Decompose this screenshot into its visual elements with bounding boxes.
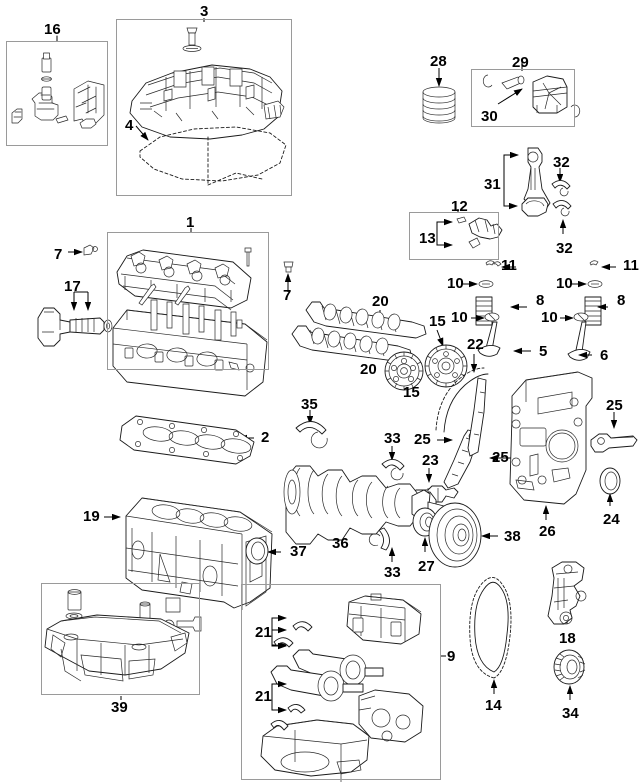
part-2-head-gasket: [119, 415, 255, 465]
callout-10-a: 10: [447, 275, 464, 292]
callout-18: 18: [559, 630, 576, 647]
callout-39: 39: [111, 699, 128, 716]
callout-3: 3: [200, 3, 209, 20]
group-box-1: [107, 232, 269, 370]
callout-20-exhaust: 20: [372, 293, 389, 310]
callout-38: 38: [504, 528, 521, 545]
callout-21-upper: 21: [255, 624, 272, 641]
callout-7-right: 7: [283, 287, 292, 304]
part-38-crank-pulley: [428, 502, 498, 568]
group-box-29: [471, 69, 575, 127]
part-26-timing-cover: [509, 371, 593, 520]
callout-25-a: 25: [414, 431, 431, 448]
part-37-rear-oil-seal: [245, 537, 281, 565]
part-31-connecting-rod: [503, 147, 551, 217]
callout-6: 6: [600, 347, 609, 364]
callout-8-right: 8: [617, 292, 626, 309]
callout-33-upper: 33: [384, 430, 401, 447]
part-17-vtc-valve: [37, 291, 113, 347]
callout-11-left: 11: [501, 257, 517, 274]
callout-5: 5: [539, 343, 548, 360]
group-box-3: [116, 19, 292, 196]
group-box-16: [6, 41, 108, 146]
part-32-rod-bearings: [551, 168, 572, 234]
callout-22: 22: [467, 336, 484, 353]
callout-20-intake: 20: [360, 361, 377, 378]
callout-25-b: 25: [492, 449, 509, 466]
callout-24: 24: [603, 511, 620, 528]
callout-10-d: 10: [541, 309, 558, 326]
callout-15-upper: 15: [429, 313, 446, 330]
callout-26: 26: [539, 523, 556, 540]
callout-9: 9: [447, 648, 456, 665]
callout-17: 17: [64, 278, 81, 295]
callout-1: 1: [186, 214, 195, 231]
callout-4: 4: [125, 117, 134, 134]
callout-36: 36: [332, 535, 349, 552]
part-34-oil-pump-sprocket: [553, 649, 586, 700]
callout-32-upper: 32: [553, 154, 570, 171]
group-box-9: [241, 584, 441, 780]
part-25-chain-guides: [437, 377, 638, 489]
callout-25-c: 25: [606, 397, 623, 414]
group-box-39: [41, 583, 200, 695]
group-box-12: [409, 212, 499, 260]
part-20-camshafts: [291, 301, 427, 363]
callout-19: 19: [83, 508, 100, 525]
callout-16: 16: [44, 21, 61, 38]
part-35-main-bearing: [295, 410, 328, 449]
callout-30: 30: [481, 108, 498, 125]
callout-21-lower: 21: [255, 688, 272, 705]
callout-32-lower: 32: [556, 240, 573, 257]
part-18-tensioner-assembly: [547, 561, 587, 625]
callout-27: 27: [418, 558, 435, 575]
callout-14: 14: [485, 697, 502, 714]
callout-35: 35: [301, 396, 318, 413]
part-33-thrust-washers: [368, 446, 405, 562]
part-23-chain-tensioner: [409, 468, 459, 503]
part-22-chain-guide: [435, 354, 489, 433]
callout-23: 23: [422, 452, 439, 469]
callout-31: 31: [484, 176, 501, 193]
callout-28: 28: [430, 53, 447, 70]
part-14-timing-chain: [469, 577, 512, 694]
callout-13: 13: [419, 230, 436, 247]
part-24-front-oil-seal: [599, 467, 621, 506]
callout-11-right: 11: [623, 257, 639, 274]
callout-10-c: 10: [451, 309, 468, 326]
part-27-crank-sprocket: [412, 507, 438, 552]
callout-7-left: 7: [54, 246, 63, 263]
callout-37: 37: [290, 543, 307, 560]
part-15-sprockets: [384, 329, 468, 391]
callout-10-b: 10: [556, 275, 573, 292]
callout-29: 29: [512, 54, 529, 71]
callout-33-lower: 33: [384, 564, 401, 581]
callout-2: 2: [261, 429, 270, 446]
callout-12: 12: [451, 198, 468, 215]
part-28-piston-rings: [422, 68, 456, 124]
part-36-crankshaft: [283, 465, 459, 545]
callout-34: 34: [562, 705, 579, 722]
callout-8-left: 8: [536, 292, 545, 309]
callout-15-lower: 15: [403, 384, 420, 401]
